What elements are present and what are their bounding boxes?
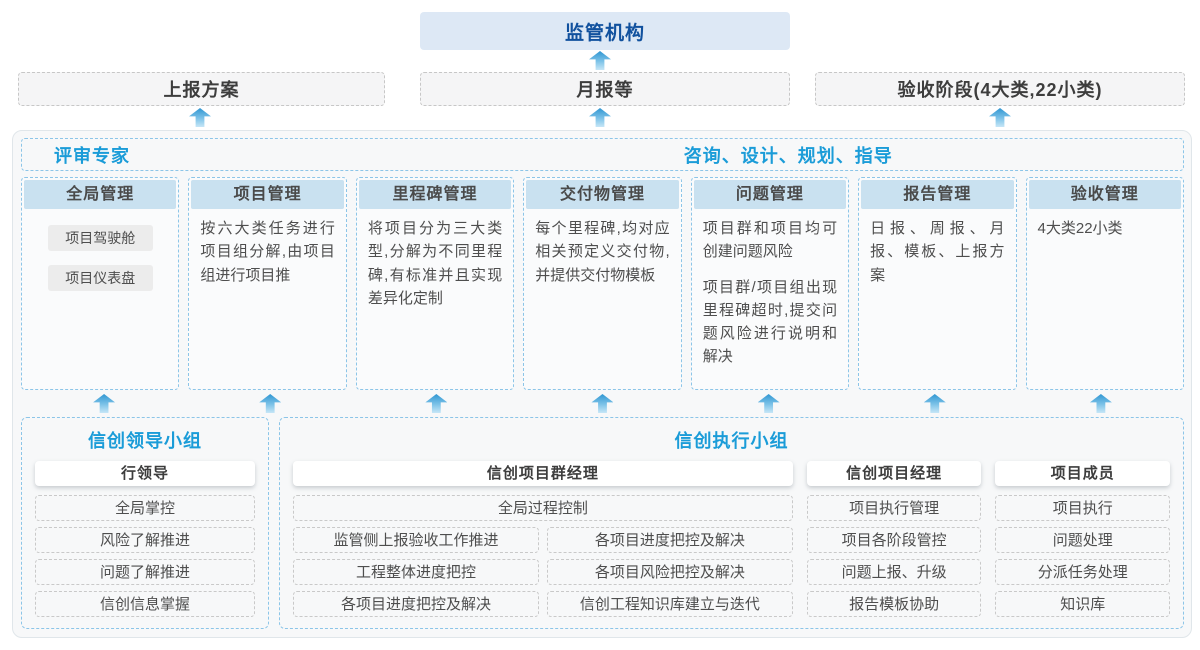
arrow-up-icon (589, 108, 611, 127)
column-body: 项目驾驶舱 项目仪表盘 (24, 209, 176, 299)
platform-container: 评审专家 咨询、设计、规划、指导 全局管理 项目驾驶舱 项目仪表盘 项目管理 按… (12, 130, 1192, 638)
column-paragraph: 项目群和项目均可创建问题风险 (702, 220, 838, 261)
duty-item: 问题处理 (995, 527, 1170, 553)
column-body: 每个里程碑,均对应相关预定义交付物,并提供交付物模板 (526, 209, 678, 307)
arrow-up-icon (1089, 394, 1112, 413)
duty-item: 报告模板协助 (806, 591, 982, 617)
feature-chip: 项目仪表盘 (47, 265, 153, 291)
reviewer-role-label: 评审专家 (54, 145, 130, 166)
feature-chip: 项目驾驶舱 (47, 225, 153, 251)
module-column-issue: 问题管理 项目群和项目均可创建问题风险 项目群/项目组出现里程碑超时,提交问题风… (690, 177, 850, 390)
duty-item: 项目执行管理 (806, 495, 982, 521)
column-title: 里程碑管理 (358, 180, 512, 209)
module-column-deliverable: 交付物管理 每个里程碑,均对应相关预定义交付物,并提供交付物模板 (523, 177, 682, 390)
module-column-global: 全局管理 项目驾驶舱 项目仪表盘 (21, 177, 180, 390)
arrow-up-icon (923, 394, 946, 413)
column-body: 将项目分为三大类型,分解为不同里程碑,有标准并且实现差异化定制 (359, 209, 511, 330)
column-title: 报告管理 (861, 180, 1014, 209)
arrow-up-icon (189, 108, 211, 127)
arrow-up-icon (425, 394, 448, 413)
column-title: 全局管理 (24, 180, 177, 209)
role-pill-project-manager: 信创项目经理 (806, 461, 982, 486)
column-arrows (21, 393, 1184, 413)
duty-item: 项目执行 (995, 495, 1170, 521)
module-column-milestone: 里程碑管理 将项目分为三大类型,分解为不同里程碑,有标准并且实现差异化定制 (355, 177, 515, 390)
role-pill-program-manager: 信创项目群经理 (293, 461, 793, 486)
project-member-section: 项目成员 项目执行 问题处理 分派任务处理 知识库 (995, 461, 1170, 623)
arrow-up-icon (93, 394, 116, 413)
duty-item: 全局过程控制 (293, 495, 793, 521)
duty-item: 信创信息掌握 (35, 591, 255, 617)
column-title: 问题管理 (693, 180, 847, 209)
column-body: 日报、周报、月报、模板、上报方案 (861, 209, 1013, 307)
column-body: 项目群和项目均可创建问题风险 项目群/项目组出现里程碑超时,提交问题风险进行说明… (694, 209, 846, 389)
column-paragraph: 将项目分为三大类型,分解为不同里程碑,有标准并且实现差异化定制 (367, 220, 503, 307)
column-paragraph: 每个里程碑,均对应相关预定义交付物,并提供交付物模板 (535, 220, 670, 284)
duty-item: 知识库 (995, 591, 1170, 617)
duty-item: 工程整体进度把控 (293, 559, 539, 585)
program-manager-section: 信创项目群经理 全局过程控制 监管侧上报验收工作推进 各项目进度把控及解决 工程… (293, 461, 793, 623)
arrow-up-icon (259, 394, 282, 413)
duty-item: 分派任务处理 (995, 559, 1170, 585)
column-title: 验收管理 (1028, 180, 1181, 209)
arrow-up-icon (589, 51, 611, 70)
duty-item: 各项目进度把控及解决 (293, 591, 539, 617)
executive-sections: 信创项目群经理 全局过程控制 监管侧上报验收工作推进 各项目进度把控及解决 工程… (293, 461, 1170, 623)
module-column-acceptance: 验收管理 4大类22小类 (1025, 177, 1184, 390)
channel-box-acceptance-stage: 验收阶段(4大类,22小类) (815, 72, 1185, 106)
arrow-up-icon (591, 394, 614, 413)
duty-item: 问题上报、升级 (806, 559, 982, 585)
duty-item: 项目各阶段管控 (806, 527, 982, 553)
arrow-up-icon (757, 394, 780, 413)
teams-row: 信创领导小组 行领导 全局掌控 风险了解推进 问题了解推进 信创信息掌握 信创执… (21, 417, 1184, 629)
duty-item: 问题了解推进 (35, 559, 255, 585)
channel-box-monthly-report: 月报等 (420, 72, 790, 106)
module-column-report: 报告管理 日报、周报、月报、模板、上报方案 (858, 177, 1017, 390)
project-manager-section: 信创项目经理 项目执行管理 项目各阶段管控 问题上报、升级 报告模板协助 (806, 461, 982, 623)
column-body: 按六大类任务进行项目组分解,由项目组进行项目推 (191, 209, 343, 307)
executive-team-title: 信创执行小组 (674, 431, 789, 451)
column-paragraph: 按六大类任务进行项目组分解,由项目组进行项目推 (200, 220, 335, 284)
duty-item: 监管侧上报验收工作推进 (293, 527, 539, 553)
duty-item: 全局掌控 (35, 495, 255, 521)
column-body: 4大类22小类 (1029, 209, 1181, 260)
column-paragraph: 日报、周报、月报、模板、上报方案 (870, 220, 1005, 284)
column-title: 项目管理 (191, 180, 344, 209)
duty-item: 各项目风险把控及解决 (546, 559, 793, 585)
leadership-team-box: 信创领导小组 行领导 全局掌控 风险了解推进 问题了解推进 信创信息掌握 (21, 417, 269, 629)
role-pill-project-member: 项目成员 (995, 461, 1170, 486)
duty-item: 各项目进度把控及解决 (546, 527, 793, 553)
consulting-role-label: 咨询、设计、规划、指导 (683, 145, 893, 166)
executive-team-box: 信创执行小组 信创项目群经理 全局过程控制 监管侧上报验收工作推进 各项目进度把… (279, 417, 1184, 629)
column-title: 交付物管理 (526, 180, 679, 209)
duty-item: 风险了解推进 (35, 527, 255, 553)
arrow-up-icon (989, 108, 1011, 127)
duty-item: 信创工程知识库建立与迭代 (546, 591, 793, 617)
column-paragraph: 项目群/项目组出现里程碑超时,提交问题风险进行说明和解决 (702, 278, 838, 366)
module-column-project: 项目管理 按六大类任务进行项目组分解,由项目组进行项目推 (188, 177, 347, 390)
column-paragraph: 4大类22小类 (1037, 220, 1123, 237)
role-pill-bank-leader: 行领导 (35, 461, 255, 486)
module-columns: 全局管理 项目驾驶舱 项目仪表盘 项目管理 按六大类任务进行项目组分解,由项目组… (21, 177, 1184, 390)
leadership-team-title: 信创领导小组 (88, 431, 202, 451)
regulator-box: 监管机构 (420, 12, 790, 50)
channel-box-report-plan: 上报方案 (18, 72, 385, 106)
roles-strip: 评审专家 咨询、设计、规划、指导 (21, 138, 1184, 171)
